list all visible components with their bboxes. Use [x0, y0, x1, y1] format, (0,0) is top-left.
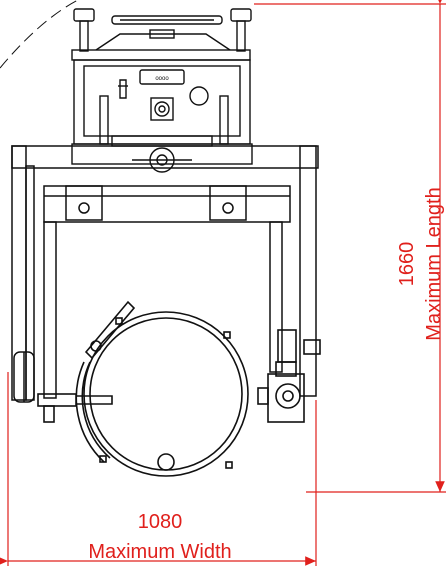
length-dimension-value: 1660 [396, 241, 418, 287]
head-unit: oooo [71, 8, 253, 173]
width-dimension-label: Maximum Width [88, 541, 232, 563]
swing-arc [0, 0, 79, 69]
svg-text:oooo: oooo [155, 76, 169, 82]
width-dimension-value: 1080 [137, 511, 183, 533]
length-dimension-label: Maximum Length [423, 187, 445, 341]
frame [11, 145, 319, 403]
drum [37, 300, 321, 477]
